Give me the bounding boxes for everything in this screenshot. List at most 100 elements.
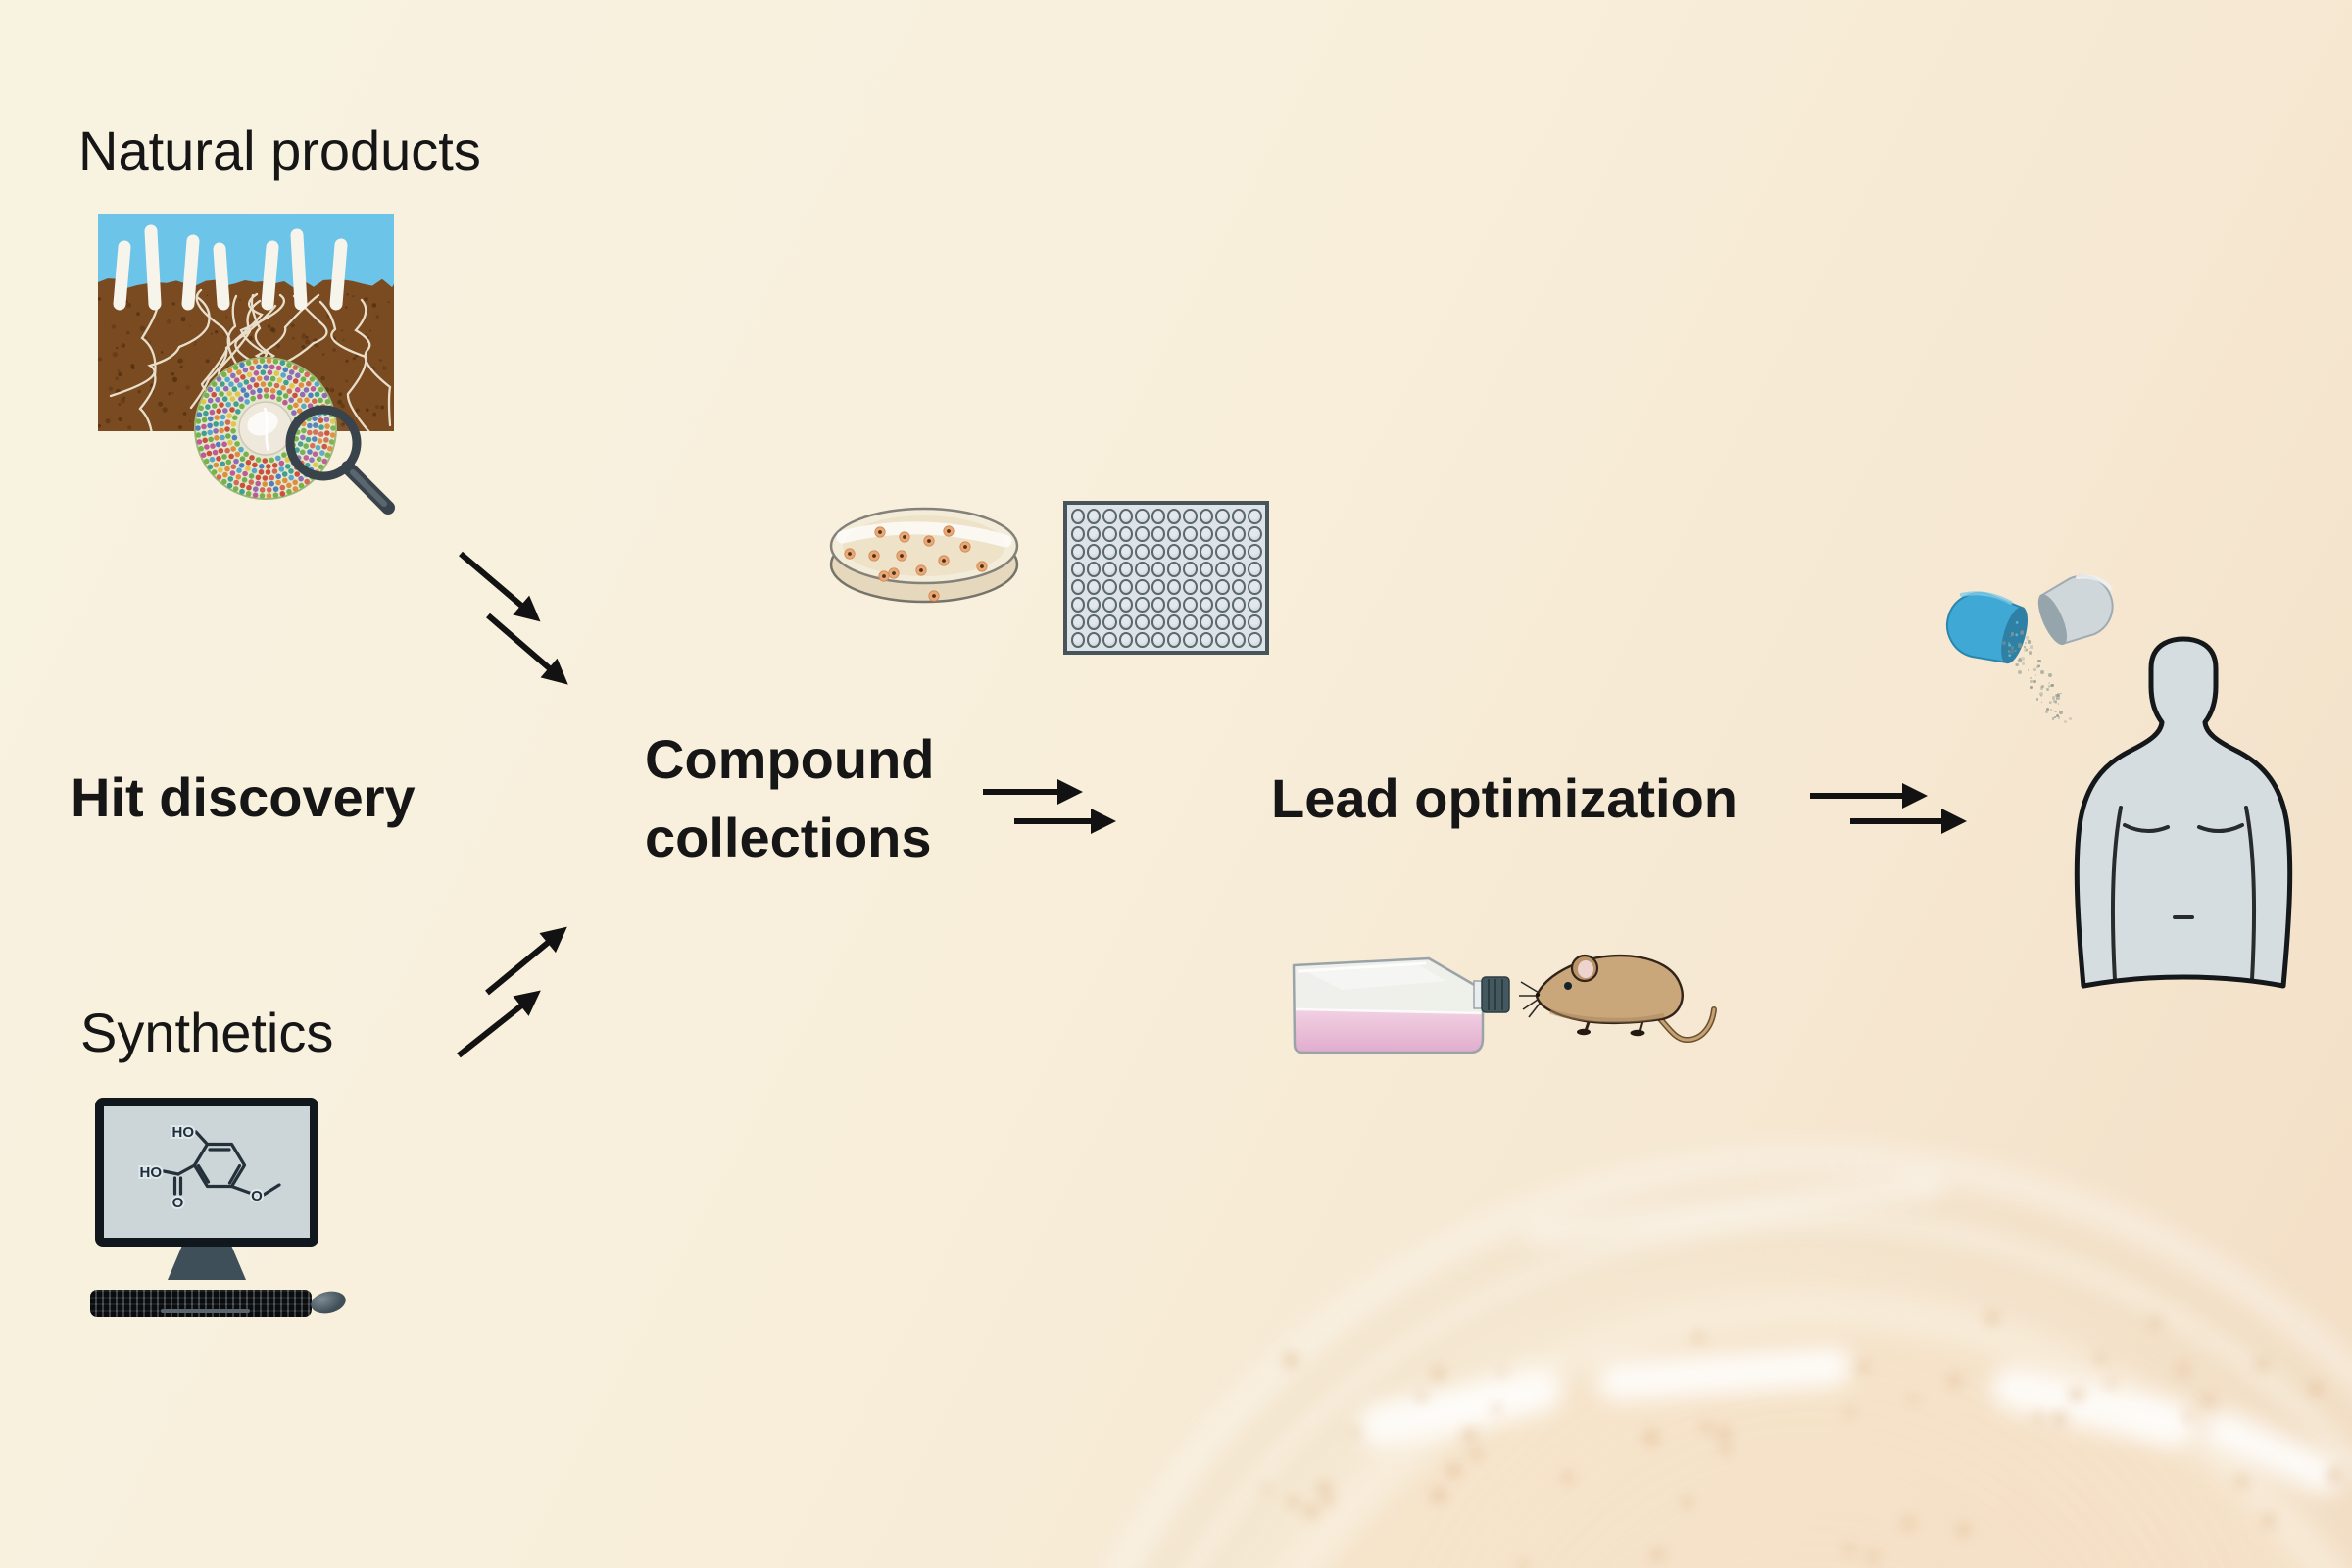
colony-dot bbox=[233, 377, 240, 383]
colony-dot bbox=[299, 391, 306, 398]
watermark-speckle bbox=[1867, 1551, 1880, 1564]
colony-dot bbox=[234, 391, 241, 397]
well bbox=[1199, 508, 1214, 524]
colony-dot bbox=[296, 408, 303, 414]
well bbox=[1070, 596, 1085, 612]
colony-dot bbox=[253, 486, 259, 492]
colony-dot bbox=[258, 469, 265, 475]
monitor: HO HO O O bbox=[95, 1098, 318, 1247]
colony-dot bbox=[255, 474, 262, 481]
well bbox=[1102, 508, 1117, 524]
capsule-blue-highlight bbox=[1959, 591, 2013, 605]
eye bbox=[1564, 982, 1572, 990]
colony-dot bbox=[209, 456, 216, 463]
colony-dot bbox=[321, 443, 327, 450]
colony-dot bbox=[269, 474, 275, 481]
powder-grain bbox=[2010, 635, 2012, 638]
colony-dot bbox=[220, 434, 225, 441]
colony-center bbox=[947, 529, 951, 533]
colony-dot bbox=[250, 389, 256, 395]
colony-dot bbox=[198, 405, 204, 412]
96-well-plate-icon bbox=[1063, 501, 1269, 655]
powder-grain bbox=[2039, 694, 2043, 697]
well bbox=[1199, 613, 1214, 630]
well bbox=[1183, 508, 1198, 524]
colony-dot bbox=[238, 446, 244, 453]
colony-dot bbox=[263, 393, 270, 399]
colony-dot bbox=[238, 463, 245, 468]
colony-dot bbox=[323, 437, 329, 443]
colony-center bbox=[882, 574, 886, 578]
colony-dot bbox=[303, 455, 310, 461]
colony-dot bbox=[239, 482, 246, 489]
watermark-speckle bbox=[1717, 1427, 1731, 1441]
liquid-surface bbox=[1295, 1007, 1484, 1015]
colony-dot bbox=[221, 371, 227, 378]
well bbox=[1248, 613, 1262, 630]
powder-grain bbox=[2029, 676, 2033, 680]
top-sheen bbox=[1307, 965, 1446, 990]
watermark-speckle bbox=[1701, 1422, 1712, 1433]
capsule-gray-highlight bbox=[2076, 574, 2113, 591]
well-grid bbox=[1067, 505, 1265, 651]
colony-dot bbox=[227, 439, 233, 446]
colony-dot bbox=[262, 481, 268, 487]
well bbox=[1118, 596, 1134, 612]
well bbox=[1070, 613, 1085, 630]
colony-dot bbox=[252, 492, 259, 498]
chest-line-left bbox=[2123, 823, 2170, 833]
capsule-gray-opening bbox=[2037, 594, 2068, 646]
colony-dot bbox=[329, 432, 336, 438]
well bbox=[1231, 508, 1247, 524]
colony-dot bbox=[226, 482, 233, 489]
colony-dot bbox=[257, 393, 263, 400]
powder-grain bbox=[2018, 657, 2022, 661]
colony-dot bbox=[245, 491, 252, 497]
colony-center bbox=[848, 552, 852, 556]
well bbox=[1248, 543, 1262, 560]
colony-center bbox=[963, 545, 967, 549]
colony-dot bbox=[246, 371, 253, 378]
powder-grain bbox=[2039, 669, 2044, 674]
colony-dot bbox=[298, 482, 305, 489]
colony-dot bbox=[292, 378, 299, 384]
belly-shade bbox=[1549, 1008, 1665, 1023]
colony-dot bbox=[317, 438, 323, 444]
powder-grain bbox=[2017, 643, 2022, 648]
powder-grain bbox=[2054, 716, 2056, 718]
colony-dot bbox=[248, 479, 255, 485]
well bbox=[1070, 508, 1085, 524]
powder-grain bbox=[2025, 648, 2029, 651]
well bbox=[1118, 613, 1134, 630]
colony-center bbox=[919, 568, 923, 572]
colony-dot bbox=[289, 383, 295, 389]
powder-grain bbox=[2038, 691, 2043, 696]
powder-grain bbox=[2057, 703, 2060, 706]
powder-grain bbox=[2051, 684, 2054, 687]
colony-dot bbox=[200, 399, 207, 405]
nose bbox=[1535, 992, 1541, 998]
well bbox=[1151, 596, 1165, 612]
colony-dot bbox=[319, 450, 325, 456]
colony-dot bbox=[266, 493, 272, 499]
watermark-speckle bbox=[2183, 1412, 2192, 1421]
colony-dot bbox=[294, 387, 301, 393]
colony-dot bbox=[275, 455, 281, 462]
microbial-colony-disc bbox=[194, 357, 395, 514]
colony-dot bbox=[207, 429, 213, 436]
colony-dot bbox=[273, 370, 280, 376]
colony-dot bbox=[270, 375, 276, 382]
colony-dot bbox=[328, 439, 335, 445]
colony-dot bbox=[259, 493, 266, 499]
colony-dot bbox=[201, 423, 207, 430]
colony-center bbox=[903, 535, 906, 539]
colony-dot bbox=[324, 430, 330, 436]
colony-dot bbox=[225, 459, 232, 466]
arrow-shaft bbox=[1014, 818, 1093, 824]
whiskers bbox=[1519, 981, 1544, 1018]
colony-dot bbox=[224, 426, 230, 432]
colony-dot bbox=[279, 484, 286, 491]
fungal-stalk bbox=[329, 238, 348, 311]
disc-center-highlight bbox=[247, 411, 278, 436]
hydroxyl-label: HO bbox=[172, 1124, 195, 1141]
